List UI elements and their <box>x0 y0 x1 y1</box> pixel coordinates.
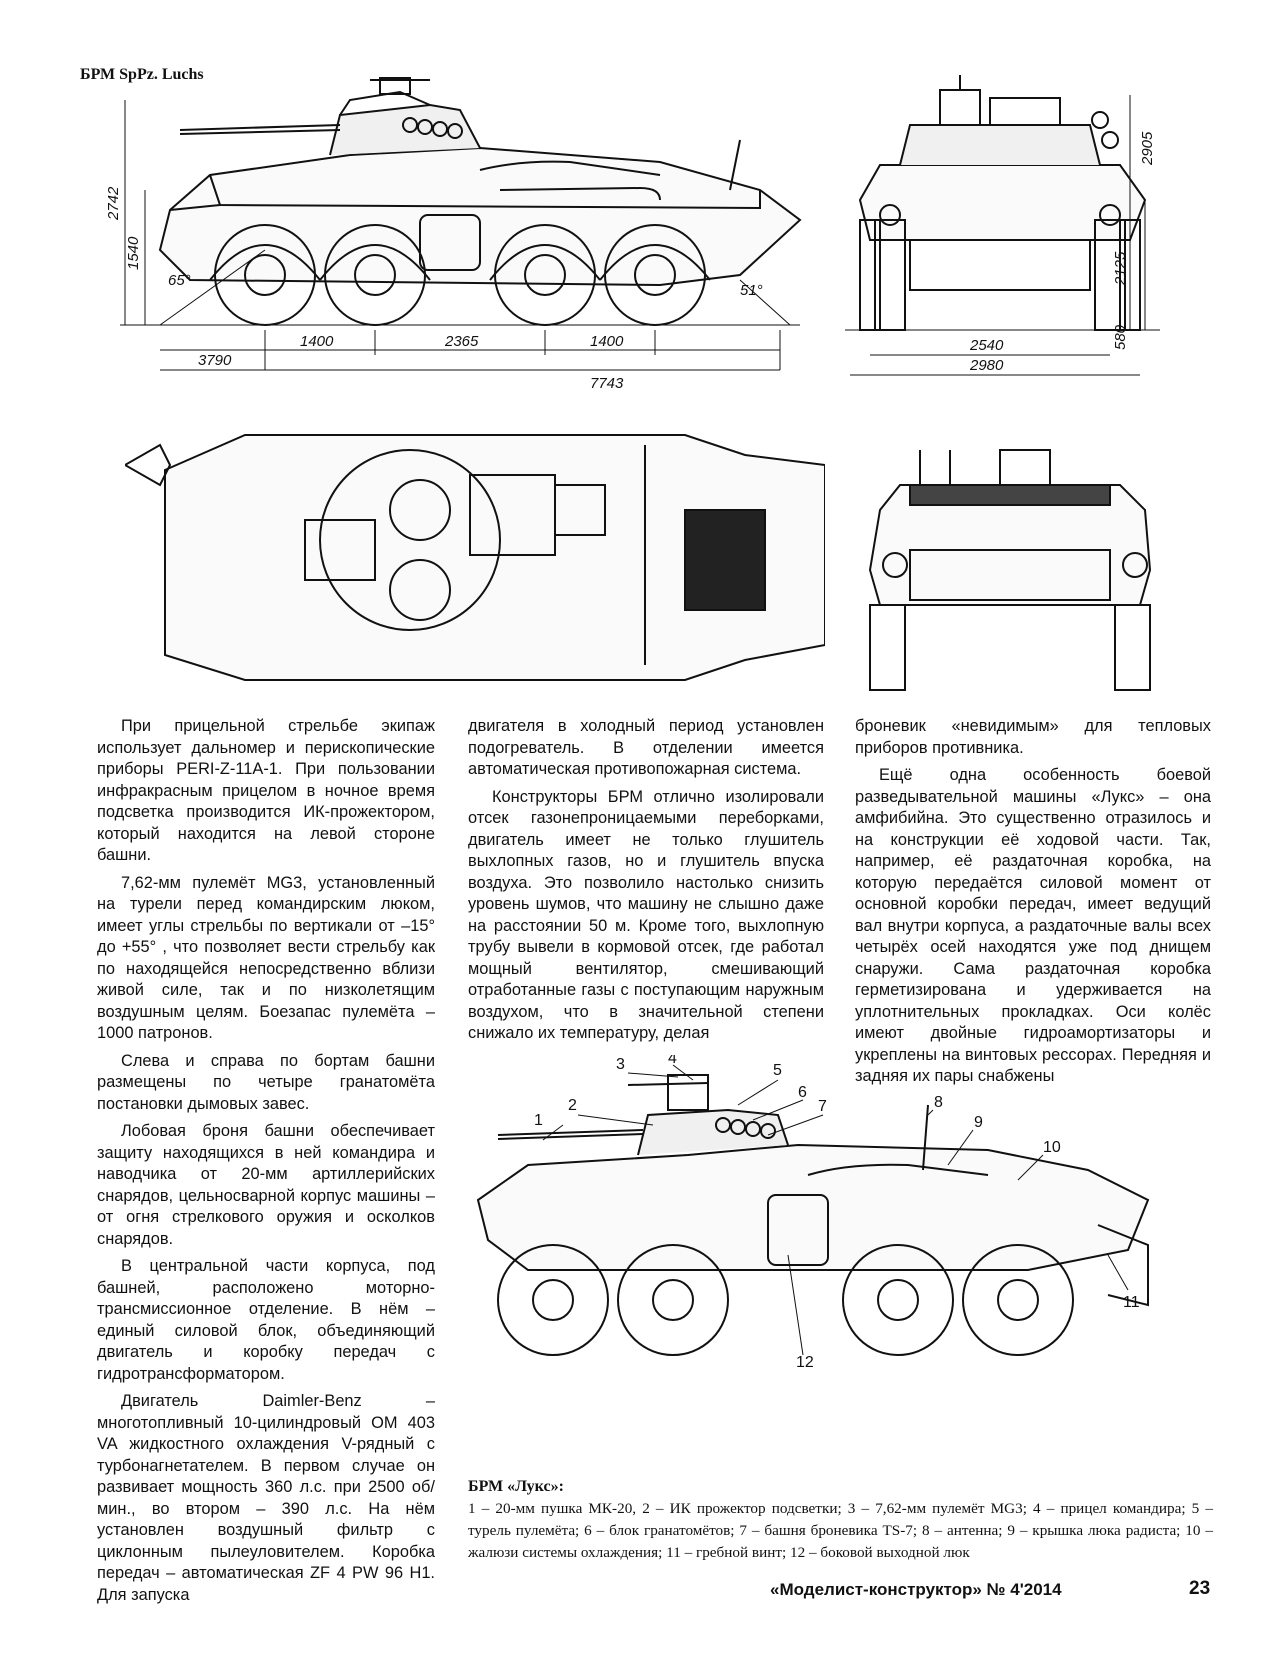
dim-front-height-total: 2905 <box>1139 131 1156 166</box>
callout-10: 10 <box>1043 1139 1061 1156</box>
callout-12: 12 <box>796 1354 814 1371</box>
dim-axle-front: 1400 <box>300 333 334 350</box>
front-view-drawing: 2905 2125 580 2540 2980 <box>840 70 1180 410</box>
paragraph: Лобовая броня башни обеспечивает защиту … <box>97 1122 435 1248</box>
paragraph: Конструкторы БРМ отлично изолировали отс… <box>468 787 824 1043</box>
dim-axle-rear: 1400 <box>590 333 624 350</box>
dim-angle-rear: 51° <box>740 282 763 299</box>
callout-4: 4 <box>668 1055 677 1067</box>
paragraph: 7,62-мм пулемёт MG3, установленный на ту… <box>97 873 435 1043</box>
callout-3: 3 <box>616 1056 625 1073</box>
dim-clearance: 580 <box>1112 324 1129 350</box>
callout-7: 7 <box>818 1098 827 1115</box>
callout-1: 1 <box>534 1112 543 1129</box>
top-view-drawing <box>125 425 825 695</box>
figure-legend: БРМ «Лукс»: 1 – 20-мм пушка МК-20, 2 – И… <box>468 1476 1213 1564</box>
callout-9: 9 <box>974 1114 983 1131</box>
callout-5: 5 <box>773 1062 782 1079</box>
paragraph: Слева и справа по бортам башни размещены… <box>97 1051 435 1113</box>
paragraph: Двигатель Daimler-Benz – многотопливный … <box>97 1392 435 1604</box>
callout-drawing: 1 2 3 4 5 6 7 8 9 10 11 12 <box>468 1055 1208 1435</box>
legend-title: БРМ «Лукс»: <box>468 1478 564 1495</box>
dim-length: 7743 <box>590 375 624 392</box>
rear-view-drawing <box>850 430 1170 700</box>
text-column-3: броневик «невидимым» для тепловых прибор… <box>855 716 1211 1088</box>
callout-6: 6 <box>798 1084 807 1101</box>
callout-11: 11 <box>1123 1294 1140 1311</box>
dim-side-height-total: 2742 <box>105 186 122 221</box>
paragraph: двигателя в холодный период установлен п… <box>468 717 824 778</box>
dim-track: 2540 <box>969 337 1004 354</box>
paragraph: При прицельной стрельбе экипаж используе… <box>97 717 435 864</box>
text-column-2: двигателя в холодный период установлен п… <box>468 716 824 1045</box>
callout-8: 8 <box>934 1094 943 1111</box>
dim-side-height-hull: 1540 <box>125 236 142 270</box>
paragraph: броневик «невидимым» для тепловых прибор… <box>855 717 1211 757</box>
text-column-1: При прицельной стрельбе экипаж используе… <box>97 716 435 1606</box>
dim-width: 2980 <box>969 357 1004 374</box>
dim-axle-mid: 2365 <box>444 333 479 350</box>
dim-angle-front: 65° <box>168 272 191 289</box>
page-title: БРМ SpPz. Luchs <box>80 66 204 83</box>
paragraph: Ещё одна особенность боевой разведывател… <box>855 766 1211 1085</box>
magazine-footer: «Моделист-конструктор» № 4'2014 <box>770 1580 1062 1599</box>
page-number: 23 <box>1189 1578 1211 1599</box>
dim-overhang: 3790 <box>198 352 232 369</box>
callout-2: 2 <box>568 1097 577 1114</box>
legend-text: 1 – 20-мм пушка МК-20, 2 – ИК прожектор … <box>468 1500 1213 1561</box>
side-view-drawing: 2742 1540 65° 51° 1400 2365 1400 3790 77… <box>100 70 830 410</box>
dim-front-height-hull: 2125 <box>1112 251 1129 286</box>
paragraph: В центральной части корпуса, под башней,… <box>97 1257 435 1383</box>
